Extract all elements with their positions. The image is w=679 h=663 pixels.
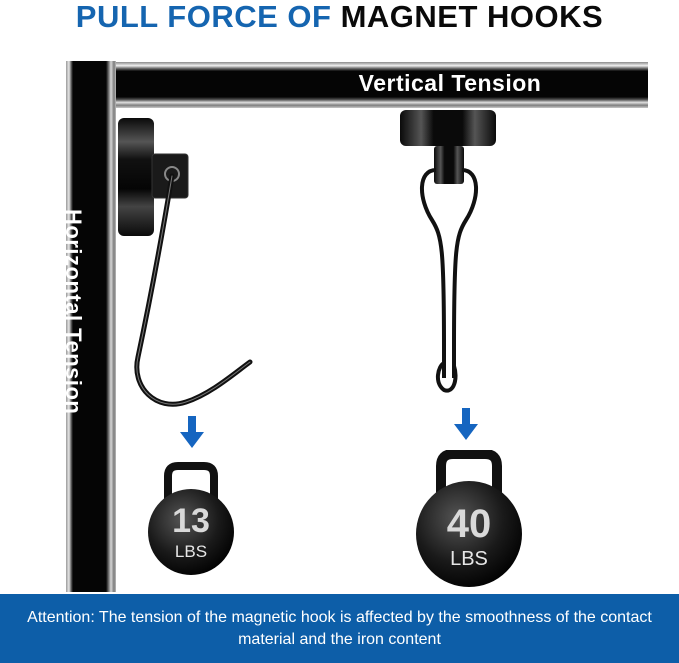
- horizontal-steel-bar: [116, 62, 648, 108]
- down-arrow-icon: [180, 416, 204, 448]
- title-black-part: MAGNET HOOKS: [340, 0, 604, 34]
- attention-text: Attention: The tension of the magnetic h…: [27, 608, 652, 648]
- horizontal-tension-label: Horizontal Tension: [61, 209, 86, 415]
- kettlebell-icon: [416, 450, 522, 587]
- vertical-steel-bar: [66, 61, 116, 592]
- attention-banner: Attention: The tension of the magnetic h…: [0, 594, 679, 663]
- weight-value: 40: [446, 502, 492, 546]
- kettlebell-icon: [148, 462, 234, 575]
- weight-unit: LBS: [450, 548, 488, 570]
- kettlebell-40lbs: 40 LBS: [413, 450, 525, 588]
- weight-unit: LBS: [174, 542, 208, 561]
- down-arrow-icon: [454, 408, 478, 440]
- s-hook-icon: [118, 118, 253, 407]
- swivel-hook-icon: [400, 110, 496, 393]
- horizontal-tension-label-container: Horizontal Tension: [61, 61, 106, 461]
- weight-value: 13: [172, 502, 210, 540]
- vertical-tension-label: Vertical Tension: [358, 70, 542, 96]
- page-title: PULL FORCE OF MAGNET HOOKS: [0, 0, 679, 36]
- kettlebell-13lbs: 13 LBS: [146, 462, 236, 576]
- title-blue-part: PULL FORCE OF: [75, 0, 332, 34]
